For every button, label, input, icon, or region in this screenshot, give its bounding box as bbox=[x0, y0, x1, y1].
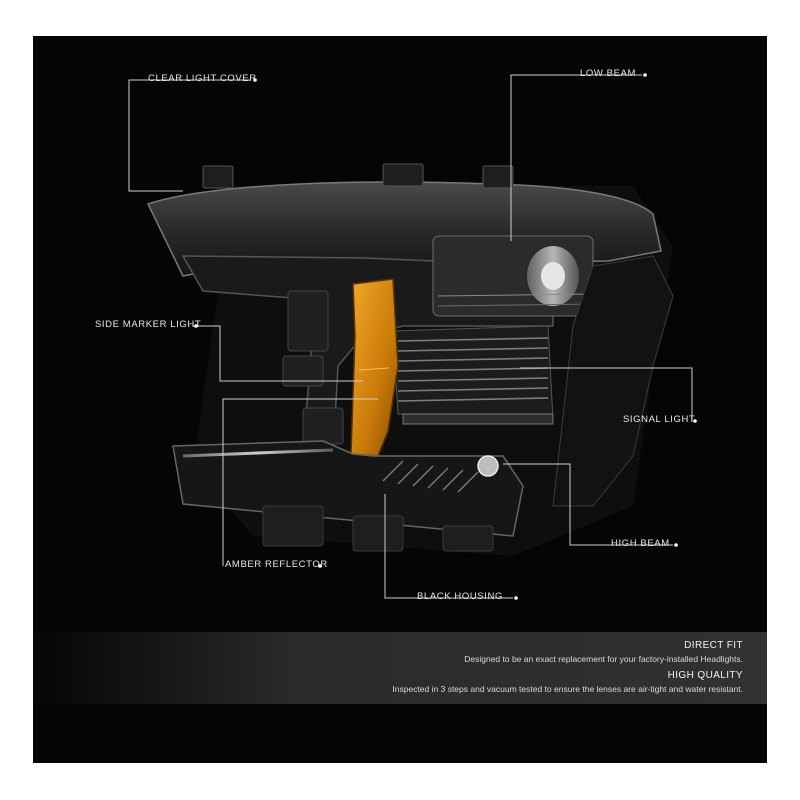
headlight-illustration bbox=[128, 73, 697, 600]
feature-title-high-quality: HIGH QUALITY bbox=[667, 670, 743, 681]
callout-low-beam: LOW BEAM bbox=[580, 68, 637, 79]
callout-black-housing: BLACK HOUSING bbox=[417, 591, 503, 602]
signal-light-module bbox=[392, 325, 554, 425]
callout-amber-reflector: AMBER REFLECTOR bbox=[225, 559, 328, 570]
callout-high-beam: HIGH BEAM bbox=[611, 538, 670, 549]
feature-text-direct-fit: Designed to be an exact replacement for … bbox=[464, 654, 743, 664]
callout-clear-light-cover: CLEAR LIGHT COVER bbox=[148, 73, 257, 84]
right-housing bbox=[552, 255, 674, 507]
mounting-tabs bbox=[262, 505, 494, 552]
feature-title-direct-fit: DIRECT FIT bbox=[684, 640, 743, 651]
top-tabs bbox=[202, 163, 514, 189]
callout-dots bbox=[194, 73, 697, 600]
high-beam-module bbox=[382, 455, 499, 493]
feature-info-band: DIRECT FIT Designed to be an exact repla… bbox=[33, 632, 767, 704]
amber-reflector bbox=[350, 278, 399, 457]
product-image-frame: CLEAR LIGHT COVER LOW BEAM SIDE MARKER L… bbox=[33, 36, 767, 763]
feature-text-high-quality: Inspected in 3 steps and vacuum tested t… bbox=[392, 684, 743, 694]
callout-signal-light: SIGNAL LIGHT bbox=[623, 414, 696, 425]
callout-lines bbox=[128, 74, 693, 599]
low-beam-module bbox=[432, 235, 594, 317]
callout-side-marker-light: SIDE MARKER LIGHT bbox=[95, 319, 202, 330]
